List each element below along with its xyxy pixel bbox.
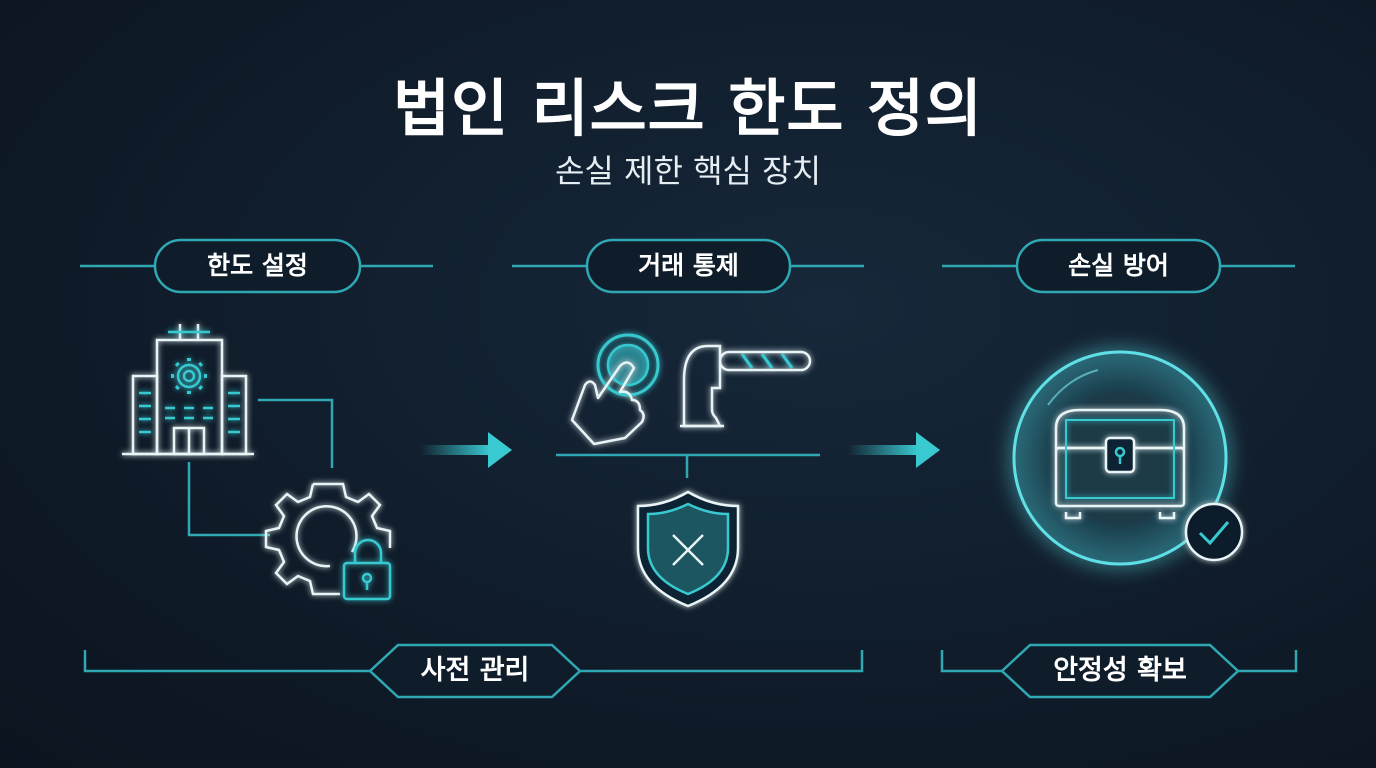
barrier-gate-icon <box>680 344 812 428</box>
step-pill-2 <box>512 238 864 294</box>
phase-label-2: 안정성 확보 <box>1053 655 1187 686</box>
phase-label-1: 사전 관리 <box>420 655 530 686</box>
connector-lines <box>187 398 334 537</box>
office-building-icon <box>122 324 254 456</box>
step-pill-3 <box>942 238 1295 294</box>
page-subtitle: 손실 제한 핵심 장치 <box>554 152 822 190</box>
step-label-1: 한도 설정 <box>207 251 308 280</box>
settings-gear-icon <box>264 482 392 596</box>
treasure-chest-icon <box>1054 408 1186 520</box>
phase-bracket-1 <box>83 643 864 699</box>
padlock-icon <box>342 538 392 601</box>
phase-bracket-2 <box>940 643 1298 699</box>
control-divider <box>556 453 820 478</box>
step-label-3: 손실 방어 <box>1068 251 1169 280</box>
flow-arrow-1 <box>420 432 512 468</box>
step-pill-1 <box>80 238 433 294</box>
shield-block-icon <box>636 490 740 608</box>
page-title: 법인 리스크 한도 정의 <box>392 72 984 145</box>
check-badge-icon <box>1184 502 1244 562</box>
flow-arrow-2 <box>848 432 940 468</box>
finger-tap-icon <box>570 333 660 446</box>
building-gear-icon <box>171 358 207 394</box>
step-label-2: 거래 통제 <box>638 251 739 280</box>
